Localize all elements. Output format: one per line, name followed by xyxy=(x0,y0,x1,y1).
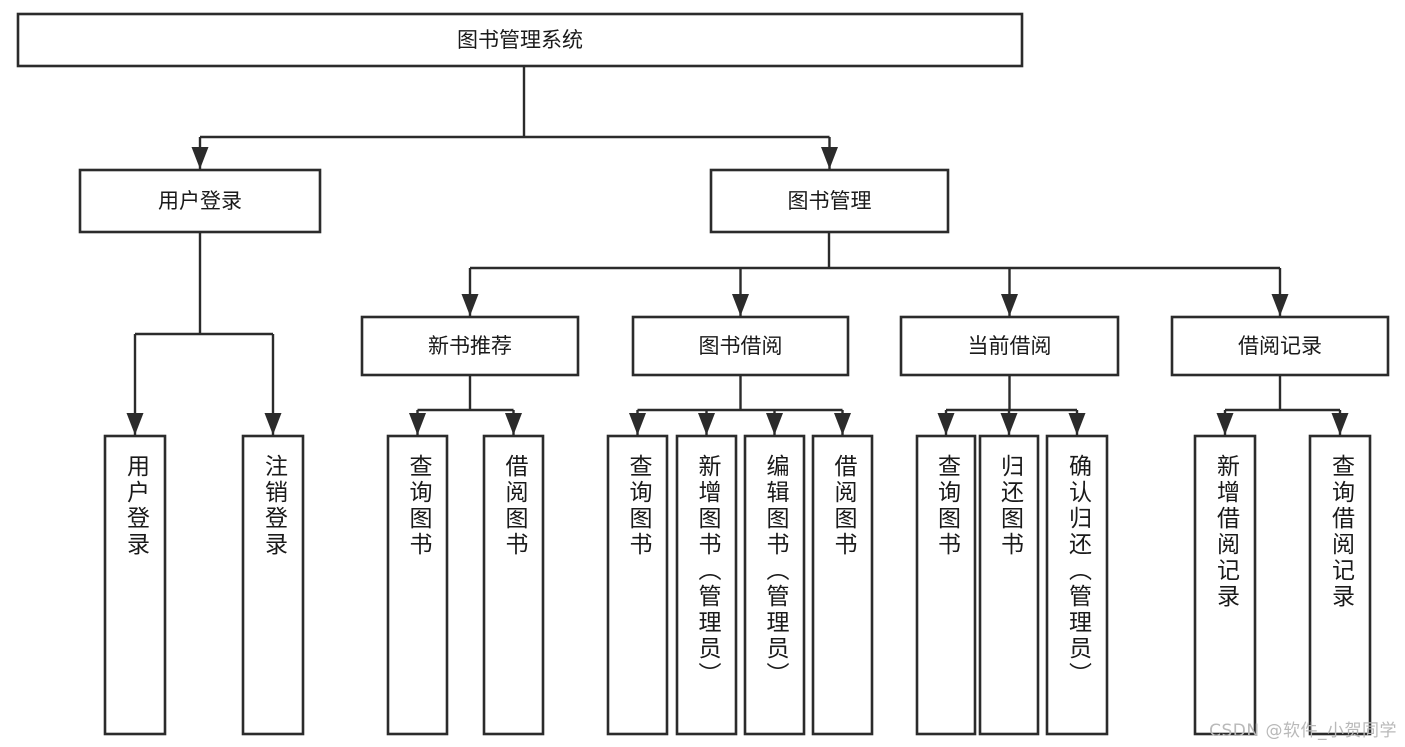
arrow-head-icon xyxy=(1271,294,1289,316)
arrow-head-icon xyxy=(937,413,955,435)
node-leaf-add-book-box[interactable] xyxy=(675,434,738,736)
node-root-label: 图书管理系统 xyxy=(457,28,583,52)
node-book-borrow-box[interactable] xyxy=(631,315,850,377)
arrow-head-icon xyxy=(698,413,715,435)
node-leaf-query-book-3-box[interactable] xyxy=(915,434,977,736)
node-leaf-query-book-1-box[interactable] xyxy=(386,434,449,736)
arrow-head-icon xyxy=(766,413,783,435)
arrow-head-icon xyxy=(732,294,749,316)
node-borrow-record-box[interactable] xyxy=(1170,315,1390,377)
connector-layer xyxy=(126,66,1349,435)
arrow-head-icon xyxy=(834,413,851,435)
node-leaf-borrow-book-1-box[interactable] xyxy=(482,434,545,736)
arrow-head-icon xyxy=(821,147,838,169)
node-book-manage-box[interactable] xyxy=(709,168,950,234)
node-user-login-label: 用户登录 xyxy=(158,189,242,213)
node-leaf-borrow-book-2-box[interactable] xyxy=(811,434,874,736)
arrow-head-icon xyxy=(191,147,209,169)
node-leaf-logout-box[interactable] xyxy=(241,434,305,736)
node-book-borrow-label: 图书借阅 xyxy=(699,334,783,358)
node-leaf-confirm-return-box[interactable] xyxy=(1045,434,1109,736)
arrow-head-icon xyxy=(1216,413,1234,435)
arrow-head-icon xyxy=(629,413,646,435)
node-leaf-edit-book-box[interactable] xyxy=(743,434,806,736)
arrow-head-icon xyxy=(409,413,426,435)
node-root-box[interactable] xyxy=(16,12,1024,68)
node-leaf-query-book-2-box[interactable] xyxy=(606,434,669,736)
node-book-manage-label: 图书管理 xyxy=(788,189,872,213)
arrow-head-icon xyxy=(461,294,479,316)
arrow-head-icon xyxy=(505,413,522,435)
node-new-book-recommend-box[interactable] xyxy=(360,315,580,377)
node-current-borrow-label: 当前借阅 xyxy=(968,334,1052,358)
arrow-head-icon xyxy=(1001,294,1018,316)
node-leaf-return-book-box[interactable] xyxy=(978,434,1040,736)
arrow-head-icon xyxy=(126,413,144,435)
arrow-head-icon xyxy=(1000,413,1018,435)
node-new-book-recommend-label: 新书推荐 xyxy=(428,334,512,358)
node-user-login-box[interactable] xyxy=(78,168,322,234)
arrow-head-icon xyxy=(264,413,282,435)
node-borrow-record-label: 借阅记录 xyxy=(1238,334,1322,358)
node-leaf-add-record-box[interactable] xyxy=(1193,434,1257,736)
arrow-head-icon xyxy=(1068,413,1086,435)
arrow-head-icon xyxy=(1331,413,1349,435)
box-layer xyxy=(16,12,1390,736)
node-leaf-query-record-box[interactable] xyxy=(1308,434,1372,736)
node-leaf-user-login-box[interactable] xyxy=(103,434,167,736)
node-current-borrow-box[interactable] xyxy=(899,315,1120,377)
